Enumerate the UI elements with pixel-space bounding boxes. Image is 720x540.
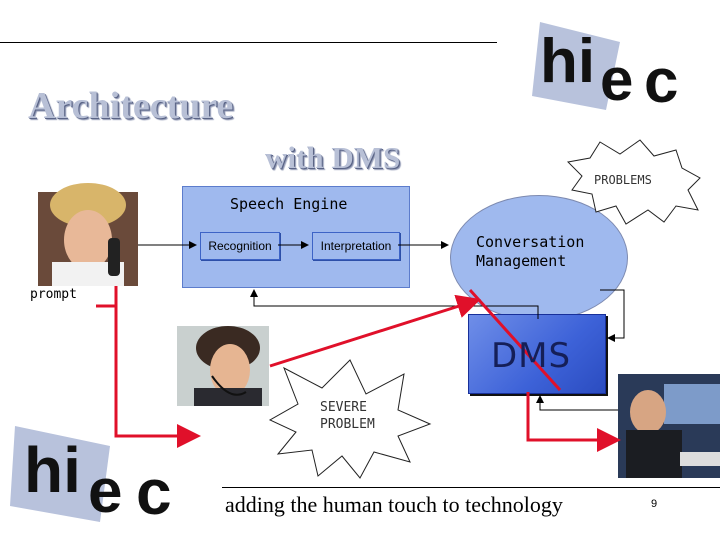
conversation-label-line2: Management bbox=[476, 252, 567, 270]
caller-photo bbox=[38, 183, 138, 286]
speech-engine-label: Speech Engine bbox=[230, 195, 348, 213]
severe-problem-burst bbox=[268, 359, 432, 479]
svg-text:hi: hi bbox=[24, 434, 81, 506]
page-number: 9 bbox=[651, 498, 658, 510]
agent-photo bbox=[618, 374, 720, 478]
slide-subtitle: with DMS bbox=[265, 140, 401, 175]
hiec-logo-top: hi e c bbox=[532, 22, 678, 116]
problems-label: PROBLEMS bbox=[594, 173, 652, 187]
svg-text:e: e bbox=[600, 46, 633, 113]
severe-label-line2: PROBLEM bbox=[320, 417, 375, 432]
conversation-management-label: Conversation Management bbox=[476, 233, 584, 271]
bottom-rule bbox=[222, 487, 720, 488]
problems-burst bbox=[566, 139, 701, 225]
hiec-logo-bottom: hi e c bbox=[10, 426, 172, 528]
conversation-label-line1: Conversation bbox=[476, 233, 585, 251]
svg-text:c: c bbox=[644, 47, 678, 116]
severe-label-line1: SEVERE bbox=[320, 400, 367, 415]
top-rule bbox=[0, 42, 497, 43]
severe-problem-label: SEVERE PROBLEM bbox=[320, 399, 375, 433]
recognition-box: Recognition bbox=[200, 232, 280, 260]
dms-box bbox=[468, 314, 606, 394]
tagline: adding the human touch to technology bbox=[225, 492, 563, 517]
svg-text:hi: hi bbox=[540, 27, 595, 96]
svg-text:e: e bbox=[88, 457, 122, 526]
dms-label: DMS bbox=[491, 336, 572, 376]
operator-photo bbox=[177, 326, 269, 406]
interpretation-box: Interpretation bbox=[312, 232, 400, 260]
prompt-label: prompt bbox=[30, 287, 77, 302]
svg-text:c: c bbox=[136, 456, 172, 528]
slide-title: Architecture bbox=[28, 85, 234, 127]
